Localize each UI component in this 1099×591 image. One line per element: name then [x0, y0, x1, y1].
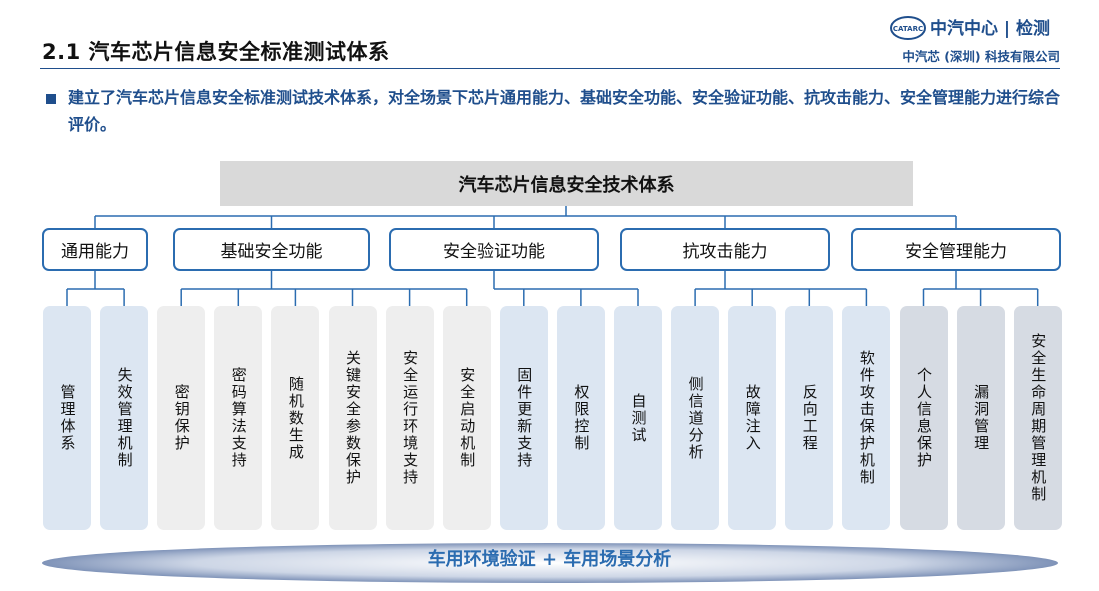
bullet-square-icon: [46, 94, 56, 104]
leaf-label: 软件攻击保护机制: [857, 350, 876, 486]
category-node: 安全管理能力: [851, 228, 1061, 271]
leaf-label: 随机数生成: [286, 375, 305, 461]
leaf-label: 管理体系: [58, 384, 77, 452]
leaf-label: 关键安全参数保护: [344, 350, 362, 486]
leaf-label: 安全启动机制: [458, 367, 477, 469]
leaf-label: 固件更新支持: [515, 367, 534, 469]
logo-text: 中汽中心 | 检测: [930, 19, 1051, 39]
leaf-label: 漏洞管理: [972, 384, 991, 452]
footer-ellipse: [42, 543, 1058, 583]
leaf-node: 管理体系: [43, 306, 91, 530]
leaf-node: 自测试: [614, 306, 662, 530]
leaf-node: 密码算法支持: [214, 306, 263, 530]
leaf-node: 侧信道分析: [671, 306, 720, 530]
leaf-node: 故障注入: [728, 306, 777, 530]
leaf-node: 漏洞管理: [956, 306, 1005, 530]
leaf-node: 安全启动机制: [442, 306, 491, 530]
category-node: 基础安全功能: [173, 228, 370, 271]
leaf-label: 安全运行环境支持: [401, 350, 420, 486]
leaf-label: 密码算法支持: [229, 367, 248, 469]
leaf-node: 软件攻击保护机制: [842, 306, 891, 530]
leaf-node: 固件更新支持: [499, 306, 548, 530]
category-node: 通用能力: [42, 228, 148, 271]
leaf-node: 个人信息保护: [899, 306, 948, 530]
leaf-node: 安全生命周期管理机制: [1013, 306, 1062, 530]
leaf-label: 反向工程: [800, 384, 819, 452]
leaf-label: 权限控制: [572, 384, 591, 452]
leaf-node: 安全运行环境支持: [385, 306, 434, 530]
leaf-label: 失效管理机制: [115, 367, 134, 469]
title-divider: [40, 68, 1060, 69]
leaf-label: 自测试: [629, 392, 648, 444]
category-node: 抗攻击能力: [620, 228, 830, 271]
leaf-label: 密钥保护: [172, 384, 191, 452]
leaf-node: 反向工程: [785, 306, 834, 530]
root-node: 汽车芯片信息安全技术体系: [220, 161, 913, 206]
leaf-label: 侧信道分析: [686, 375, 705, 461]
leaf-node: 失效管理机制: [100, 306, 149, 530]
leaf-node: 密钥保护: [157, 306, 206, 530]
leaf-label: 安全生命周期管理机制: [1029, 333, 1048, 503]
page-title: 2.1 汽车芯片信息安全标准测试体系: [42, 40, 390, 64]
category-node: 安全验证功能: [389, 228, 599, 271]
company-name: 中汽芯 (深圳) 科技有限公司: [902, 49, 1060, 64]
intro-text: 建立了汽车芯片信息安全标准测试技术体系，对全场景下芯片通用能力、基础安全功能、安…: [68, 88, 1061, 134]
leaf-label: 个人信息保护: [915, 367, 933, 469]
footer-label: 车用环境验证 + 车用场景分析: [427, 549, 672, 570]
leaf-node: 关键安全参数保护: [328, 306, 377, 530]
catarc-logo-icon: CATARC: [890, 16, 926, 40]
leaf-label: 故障注入: [743, 384, 762, 452]
leaf-node: 权限控制: [556, 306, 605, 530]
leaf-node: 随机数生成: [271, 306, 320, 530]
logo-badge-text: CATARC: [893, 25, 923, 33]
